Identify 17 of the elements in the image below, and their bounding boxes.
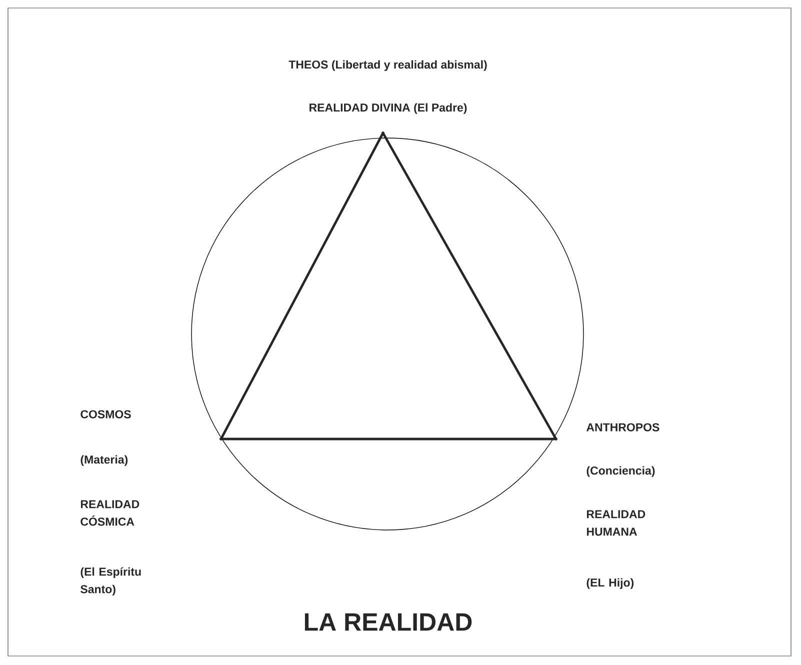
vertex-label: (El Espíritu Santo): [80, 567, 141, 596]
vertex: [382, 132, 384, 134]
vertex-label: (Materia): [80, 455, 128, 466]
vertex-label: COSMOS: [80, 410, 131, 418]
vertex-label: (EL Hijo): [586, 578, 634, 589]
caption: LA REALIDAD: [304, 613, 472, 631]
vertex-label: REALIDAD HUMANA: [586, 510, 646, 536]
vertex-label: REALIDAD DIVINA (El Padre): [310, 103, 467, 114]
vertex: [220, 438, 222, 440]
triangle-side: [221, 438, 556, 440]
triangle-side: [382, 133, 556, 439]
vertex-label: ANTHROPOS: [586, 423, 660, 432]
vertex-label: (Conciencia): [586, 466, 655, 477]
triangle-side: [220, 133, 384, 439]
vertex-label: THEOS (Libertad y realidad abismal): [288, 60, 487, 71]
vertex: [554, 438, 558, 440]
vertex-label: REALIDAD CÓSMICA: [80, 500, 140, 526]
